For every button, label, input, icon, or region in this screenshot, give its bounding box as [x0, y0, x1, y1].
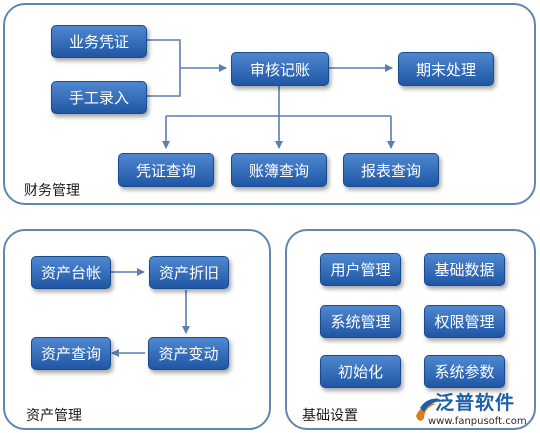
- assets-panel-label: 资产管理: [26, 408, 82, 424]
- asset-ledger-node[interactable]: 资产台帐: [31, 256, 111, 289]
- period-end-node[interactable]: 期末处理: [398, 52, 494, 86]
- brand-name: 泛普软件: [435, 392, 516, 414]
- asset-query-node[interactable]: 资产查询: [31, 337, 111, 370]
- system-params-node[interactable]: 系统参数: [424, 355, 505, 388]
- ledger-query-node[interactable]: 账簿查询: [231, 153, 327, 187]
- manual-entry-node[interactable]: 手工录入: [51, 81, 147, 114]
- arrow-manual-to-audit: [147, 68, 181, 97]
- arrow-voucher-to-audit: [147, 39, 227, 72]
- basic-data-node[interactable]: 基础数据: [424, 253, 505, 286]
- finance-panel-label: 财务管理: [24, 183, 80, 199]
- initialize-node[interactable]: 初始化: [320, 355, 401, 388]
- audit-post-node[interactable]: 审核记账: [231, 52, 329, 86]
- user-mgmt-node[interactable]: 用户管理: [320, 253, 401, 286]
- brand-url: www.fanpusoft.com: [428, 416, 527, 427]
- basic-settings-panel-label: 基础设置: [302, 408, 358, 424]
- system-mgmt-node[interactable]: 系统管理: [320, 305, 401, 338]
- depreciation-node[interactable]: 资产折旧: [149, 256, 229, 289]
- brand-logo-icon: [416, 398, 444, 421]
- voucher-query-node[interactable]: 凭证查询: [118, 153, 214, 187]
- report-query-node[interactable]: 报表查询: [343, 153, 439, 187]
- asset-change-node[interactable]: 资产变动: [148, 337, 229, 370]
- voucher-node[interactable]: 业务凭证: [51, 25, 147, 58]
- permission-mgmt-node[interactable]: 权限管理: [424, 305, 505, 338]
